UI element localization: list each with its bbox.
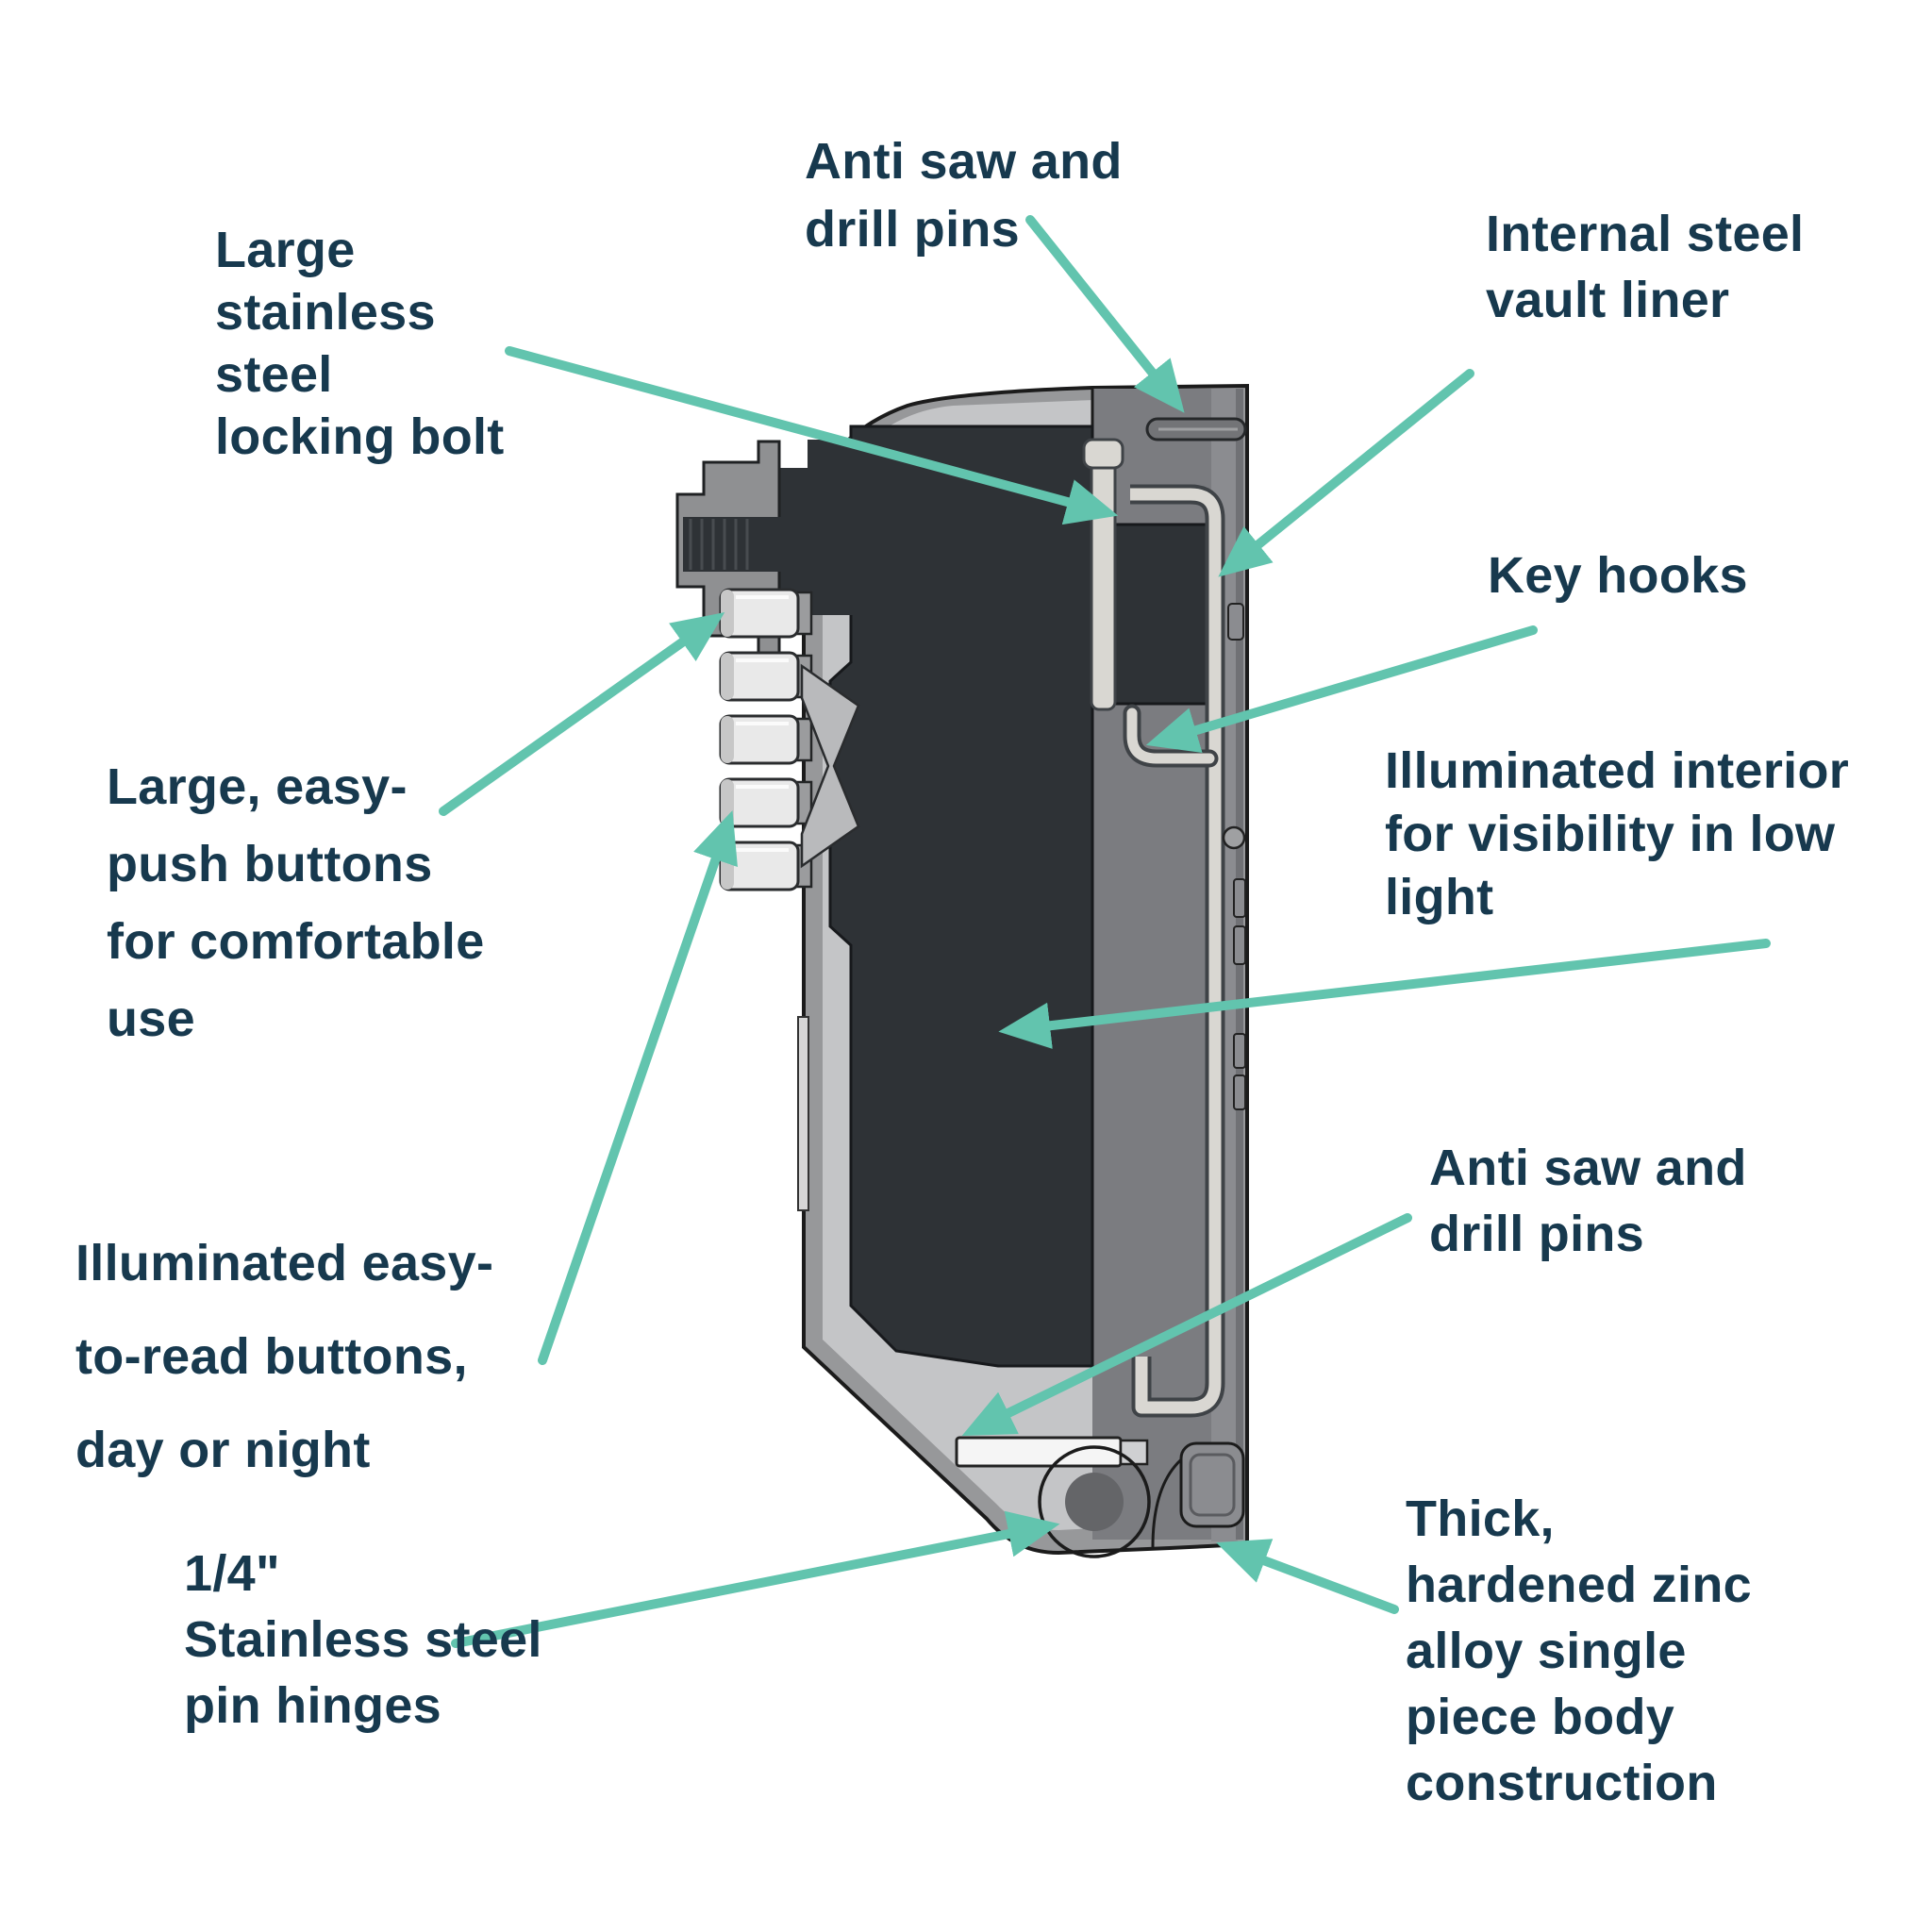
pin-hinges-arrow <box>451 1510 1060 1648</box>
bottom-recess-inner <box>1189 1453 1236 1517</box>
button-bracket <box>800 663 860 869</box>
bottom-hardware <box>955 1436 1245 1558</box>
bolt-steel-bar <box>1090 441 1117 711</box>
vault-liner-arrow <box>1218 369 1474 577</box>
label-illuminated-interior: Illuminated interior for visibility in l… <box>1385 742 1850 925</box>
hinge-pin <box>1065 1473 1124 1531</box>
label-pin-hinges: 1/4" Stainless steel pin hinges <box>184 1545 542 1734</box>
bottom-recess <box>1179 1441 1245 1528</box>
easy-push-buttons-arrow <box>439 612 725 816</box>
push-button-4 <box>719 777 813 828</box>
anti-saw-top-arrow <box>1025 215 1185 413</box>
anti-saw-pin-bottom <box>955 1436 1123 1468</box>
push-buttons <box>719 588 860 1211</box>
bolt-steel-cap <box>1082 438 1124 470</box>
anti-saw-pin-cap <box>1119 1439 1149 1466</box>
label-zinc-body: Thick, hardened zinc alloy single piece … <box>1406 1491 1752 1811</box>
key-hook <box>1123 704 1219 768</box>
door-face-strip <box>797 1016 809 1211</box>
push-button-1 <box>719 588 813 639</box>
back-ridge-4 <box>1233 1074 1246 1110</box>
anti-saw-right-arrow <box>961 1213 1412 1437</box>
label-key-hooks: Key hooks <box>1488 547 1748 604</box>
illuminated-interior-arrow <box>998 939 1771 1049</box>
label-anti-saw-right: Anti saw and drill pins <box>1429 1140 1747 1262</box>
hinge-knuckle <box>1038 1445 1151 1558</box>
mechanism-step-1 <box>808 440 857 534</box>
label-locking-bolt: Large stainless steel locking bolt <box>215 222 505 465</box>
back-boss <box>1222 825 1246 850</box>
bolt-thread-lines <box>689 519 749 570</box>
label-illuminated-buttons: Illuminated easy- to-read buttons, day o… <box>75 1235 494 1478</box>
label-vault-liner: Internal steel vault liner <box>1486 206 1805 328</box>
bolt-core <box>683 517 798 572</box>
back-ridge-1 <box>1233 878 1246 918</box>
back-ridge-2 <box>1233 925 1246 965</box>
key-hooks-arrow <box>1145 625 1538 753</box>
anti-saw-pin-top <box>1145 417 1247 441</box>
back-tab <box>1227 603 1244 641</box>
zinc-body-arrow <box>1216 1539 1399 1614</box>
locking-bolt-arrow <box>505 346 1119 525</box>
label-easy-push-buttons: Large, easy- push buttons for comfortabl… <box>107 758 485 1047</box>
back-plate-bosses <box>1222 603 1246 1110</box>
callout-arrows <box>439 215 1771 1648</box>
push-button-2 <box>719 651 813 702</box>
label-anti-saw-top: Anti saw and drill pins <box>805 133 1123 258</box>
vault-liner-steel <box>1130 488 1222 1414</box>
back-ridge-3 <box>1233 1033 1246 1069</box>
push-button-3 <box>719 714 813 765</box>
illuminated-buttons-arrow <box>538 810 738 1365</box>
key-hook-steel <box>1126 708 1215 764</box>
push-button-5 <box>719 841 813 891</box>
vault-liner <box>1130 484 1225 1418</box>
